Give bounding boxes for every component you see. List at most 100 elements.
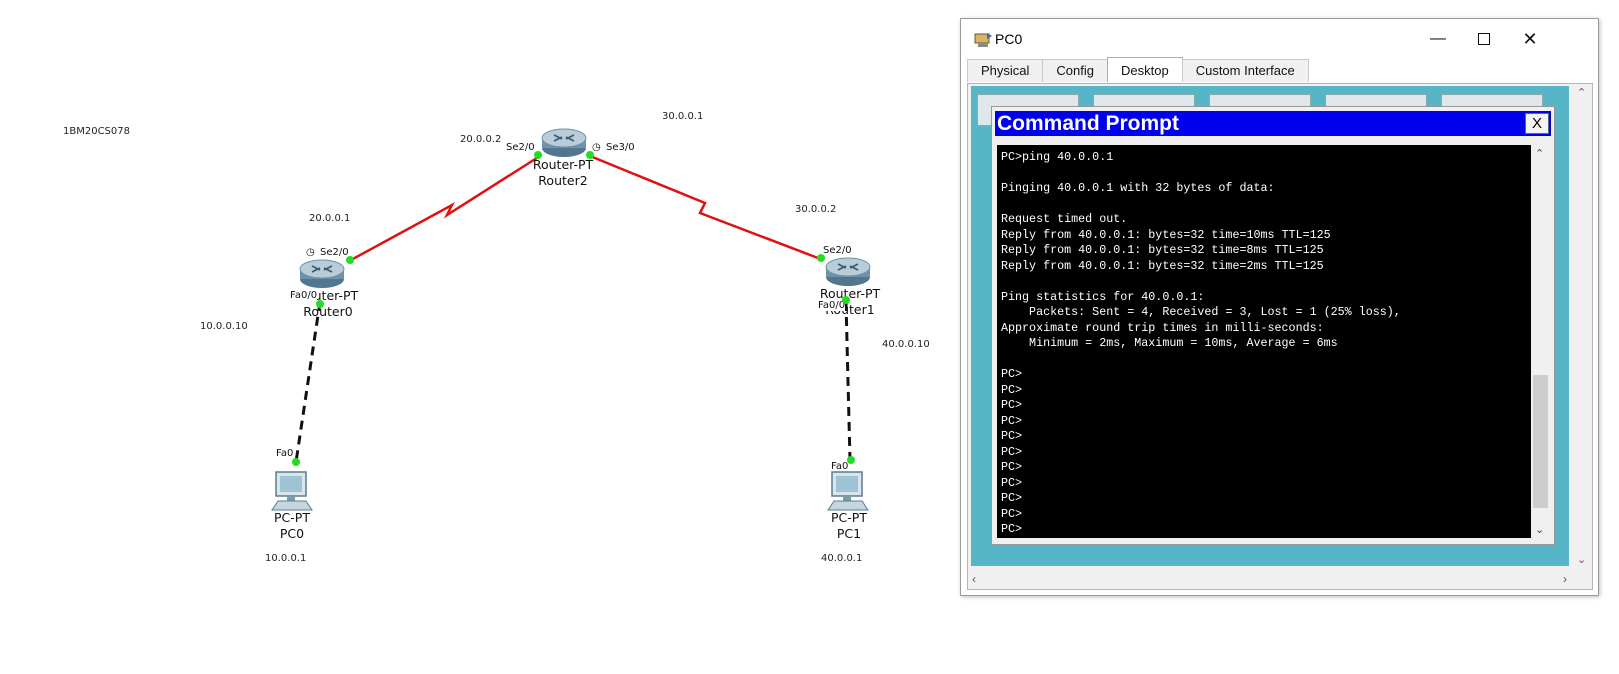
command-prompt-title: Command Prompt — [997, 112, 1180, 135]
terminal-line: Ping statistics for 40.0.0.1: — [1001, 289, 1205, 304]
router0-port-se2: Se2/0 — [320, 247, 349, 258]
ethernet-link-router1-pc1[interactable] — [844, 301, 852, 461]
port-status-dot — [316, 300, 324, 308]
window-titlebar[interactable]: PC0 — ✕ — [961, 19, 1598, 59]
scrollbar-thumb[interactable] — [1533, 375, 1548, 508]
desktop-panel: Command Prompt X PC>ping 40.0.0.1 Pingin… — [967, 83, 1593, 590]
ip-label-router0-se2: 20.0.0.1 — [309, 213, 351, 224]
router2-port-se3: Se3/0 — [606, 142, 635, 153]
tab-physical[interactable]: Physical — [967, 59, 1044, 82]
port-status-dot — [346, 256, 354, 264]
router0-name-label: Router0 — [303, 304, 353, 319]
ip-label-router2-se2: 20.0.0.2 — [460, 134, 502, 145]
terminal-line: PC> — [1001, 413, 1023, 428]
port-status-dot — [817, 254, 825, 262]
ip-label-router0-fa0: 10.0.0.10 — [200, 321, 248, 332]
pc1-port-fa0: Fa0 — [831, 461, 849, 472]
topology-canvas[interactable]: 1BM20CS078 20.0.0.2 30.0.0.1 20.0.0.1 30… — [0, 0, 940, 674]
port-status-dot — [292, 458, 300, 466]
student-id-label: 1BM20CS078 — [63, 126, 130, 137]
terminal-line: PC> — [1001, 382, 1023, 397]
pc0-model-label: PC-PT — [274, 510, 310, 525]
serial-link-router0-router2[interactable] — [350, 154, 541, 262]
terminal-line — [1001, 274, 1531, 290]
tab-config[interactable]: Config — [1042, 59, 1108, 82]
terminal-line: PC> — [1001, 522, 1023, 536]
terminal-line: Reply from 40.0.0.1: bytes=32 time=10ms … — [1001, 227, 1331, 242]
tab-desktop[interactable]: Desktop — [1107, 57, 1183, 82]
router0-port-fa0: Fa0/0 — [290, 290, 318, 301]
packet-tracer-pc-icon — [974, 33, 992, 47]
router1-port-fa0: Fa0/0 — [818, 300, 846, 311]
links-layer — [294, 154, 852, 463]
command-prompt-close-button[interactable]: X — [1525, 113, 1549, 134]
terminal-line: PC> — [1001, 367, 1023, 381]
window-tabs: Physical Config Desktop Custom Interface — [967, 57, 1309, 83]
terminal-line: Request timed out. — [1001, 212, 1128, 226]
port-status-dot — [586, 151, 594, 159]
terminal-line: PC> — [1001, 491, 1023, 505]
terminal-line — [1001, 197, 1531, 213]
terminal-line — [1001, 352, 1531, 368]
minimize-button[interactable]: — — [1415, 19, 1461, 59]
window-title: PC0 — [995, 31, 1023, 47]
port-status-dot — [534, 151, 542, 159]
router1-port-se2: Se2/0 — [823, 245, 852, 256]
command-prompt-titlebar[interactable]: Command Prompt X — [995, 111, 1551, 136]
ip-label-pc1: 40.0.0.1 — [821, 553, 863, 564]
pc0-window[interactable]: PC0 — ✕ Physical Config Desktop Custom I… — [960, 18, 1599, 596]
terminal-line: PC> — [1001, 506, 1023, 521]
maximize-icon — [1478, 33, 1490, 45]
close-icon: ✕ — [1522, 28, 1538, 49]
close-button[interactable]: ✕ — [1507, 19, 1553, 59]
router2-name-label: Router2 — [538, 173, 588, 188]
scroll-up-icon[interactable]: ⌃ — [1535, 148, 1545, 160]
serial-link-router2-router1[interactable] — [589, 154, 819, 260]
clock-icon: ◷ — [592, 142, 601, 153]
desktop-vertical-scrollbar[interactable]: ⌃ ⌄ — [1573, 84, 1592, 568]
minimize-icon: — — [1430, 30, 1446, 47]
desktop-horizontal-scrollbar[interactable]: ‹ › — [968, 570, 1573, 589]
router1-router-icon[interactable] — [824, 256, 872, 288]
router2-port-se2: Se2/0 — [506, 142, 535, 153]
terminal-line — [1001, 166, 1531, 182]
clock-icon: ◷ — [306, 247, 315, 258]
terminal-line: Minimum = 2ms, Maximum = 10ms, Average =… — [1001, 336, 1338, 350]
port-status-dot — [842, 296, 850, 304]
terminal-line: PC>ping 40.0.0.1 — [1001, 150, 1114, 164]
router2-model-label: Router-PT — [532, 157, 594, 172]
terminal-line: PC> — [1001, 475, 1023, 490]
scroll-left-icon[interactable]: ‹ — [972, 572, 976, 586]
command-prompt-window[interactable]: Command Prompt X PC>ping 40.0.0.1 Pingin… — [991, 106, 1555, 545]
scroll-up-icon[interactable]: ⌃ — [1577, 87, 1587, 99]
terminal-line: Reply from 40.0.0.1: bytes=32 time=2ms T… — [1001, 258, 1324, 273]
port-status-dot — [847, 456, 855, 464]
pc0-pc-icon[interactable] — [270, 470, 314, 512]
scroll-right-icon[interactable]: › — [1563, 572, 1567, 586]
tab-custom-interface[interactable]: Custom Interface — [1181, 59, 1309, 82]
router2-router-icon[interactable] — [540, 127, 588, 159]
terminal-text: PC>ping 40.0.0.1 Pinging 40.0.0.1 with 3… — [997, 145, 1531, 538]
terminal-line: PC> — [1001, 460, 1023, 474]
terminal-line: PC> — [1001, 398, 1023, 412]
router1-model-label: Router-PT — [819, 286, 881, 301]
scroll-down-icon[interactable]: ⌄ — [1535, 524, 1545, 536]
pc1-name-label: PC1 — [836, 526, 862, 541]
pc1-pc-icon[interactable] — [826, 470, 870, 512]
desktop-area: Command Prompt X PC>ping 40.0.0.1 Pingin… — [971, 86, 1569, 566]
pc0-name-label: PC0 — [279, 526, 305, 541]
router0-router-icon[interactable] — [298, 258, 346, 290]
terminal-line: Pinging 40.0.0.1 with 32 bytes of data: — [1001, 181, 1275, 195]
terminal-scrollbar[interactable]: ⌃ ⌄ — [1531, 145, 1550, 538]
ip-label-router2-se3: 30.0.0.1 — [662, 111, 704, 122]
ip-label-router1-fa0: 40.0.0.10 — [882, 339, 930, 350]
terminal-output[interactable]: PC>ping 40.0.0.1 Pinging 40.0.0.1 with 3… — [997, 145, 1531, 538]
ip-label-pc0: 10.0.0.1 — [265, 553, 307, 564]
scroll-down-icon[interactable]: ⌄ — [1577, 554, 1587, 566]
maximize-button[interactable] — [1461, 19, 1507, 59]
pc0-port-fa0: Fa0 — [276, 448, 294, 459]
ip-label-router1-se2: 30.0.0.2 — [795, 204, 837, 215]
terminal-line: Reply from 40.0.0.1: bytes=32 time=8ms T… — [1001, 243, 1324, 257]
terminal-line: Approximate round trip times in milli-se… — [1001, 320, 1324, 335]
ethernet-link-router0-pc0[interactable] — [294, 301, 322, 463]
